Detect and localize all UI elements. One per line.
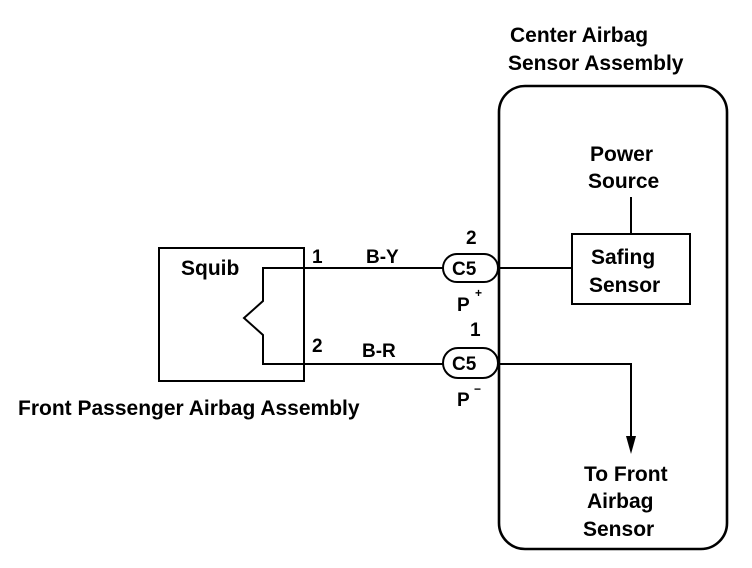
connector-c5-upper-label: C5 bbox=[452, 259, 477, 280]
arrow-down-icon bbox=[626, 436, 636, 454]
squib-label: Squib bbox=[181, 257, 239, 280]
terminal-plus-sign: + bbox=[475, 286, 482, 300]
passenger-assembly-label: Front Passenger Airbag Assembly bbox=[18, 397, 360, 420]
power-source-line1: Power bbox=[590, 143, 653, 166]
connector-upper-pin: 2 bbox=[466, 228, 477, 249]
center-assembly-box bbox=[497, 84, 729, 551]
safing-sensor-line1: Safing bbox=[591, 246, 655, 269]
squib-pin-2: 2 bbox=[312, 336, 323, 357]
squib-element bbox=[242, 267, 304, 365]
to-front-line1: To Front bbox=[584, 463, 668, 486]
to-front-line2: Airbag bbox=[587, 490, 654, 513]
center-assembly-title-line1: Center Airbag bbox=[510, 24, 648, 47]
wire-b-y-label: B-Y bbox=[366, 247, 399, 268]
terminal-minus-sign: − bbox=[474, 382, 481, 396]
connector-lower-pin: 1 bbox=[470, 320, 481, 341]
center-assembly-title-line2: Sensor Assembly bbox=[508, 52, 684, 75]
power-source-line2: Source bbox=[588, 170, 659, 193]
connector-c5-lower-label: C5 bbox=[452, 354, 477, 375]
terminal-p-plus: P bbox=[457, 295, 470, 316]
safing-sensor-line2: Sensor bbox=[589, 274, 660, 297]
passenger-assembly-box bbox=[158, 247, 305, 382]
to-front-line3: Sensor bbox=[583, 518, 654, 541]
wire-to-front-sensor bbox=[498, 363, 632, 440]
squib-pin-1: 1 bbox=[312, 247, 323, 268]
terminal-p-minus: P bbox=[457, 390, 470, 411]
wire-b-r-label: B-R bbox=[362, 341, 396, 362]
